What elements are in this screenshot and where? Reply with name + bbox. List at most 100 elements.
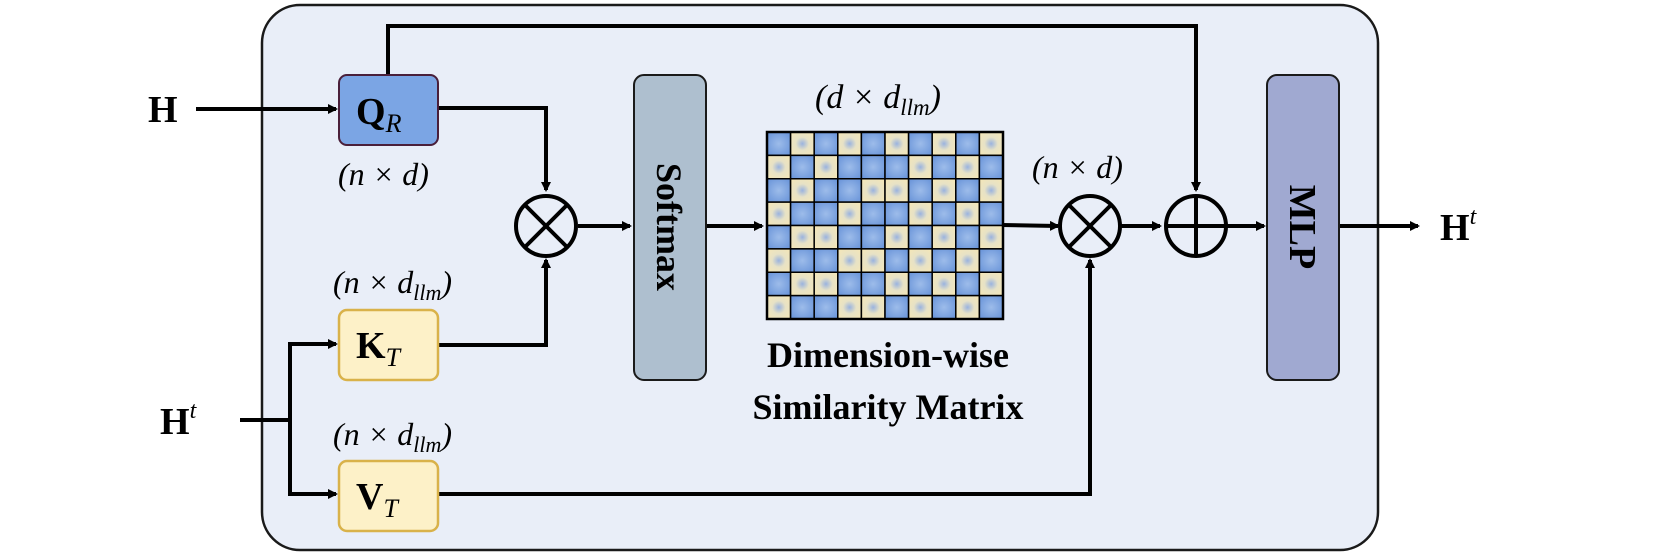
matrix-cell [884,201,910,227]
matrix-cell [884,271,910,297]
mlp-label: MLP [1281,185,1323,269]
matrix-cell [860,131,886,157]
matrix-cell [837,248,863,274]
matrix-cell [907,178,933,203]
matrix-cell [955,248,981,274]
matrix-cell [860,271,886,297]
matrix-cell [860,294,886,320]
matrix-cell [766,154,792,180]
matrix-cell [931,294,957,320]
matrix-cell [931,248,957,274]
matrix-cell [978,154,1004,180]
key-sub: T [386,343,402,372]
add-operator [1164,194,1228,258]
matrix-cell [813,154,839,180]
matrix-cell [766,201,792,227]
matrix-cell [907,294,933,320]
matrix-cell [931,178,957,203]
matrix-cell [766,178,792,203]
matrix-cell [813,248,839,274]
matrix-caption-line2: Similarity Matrix [753,387,1024,427]
multiply-operator-2 [1058,194,1122,258]
matrix-cell [789,224,815,250]
key-dim-sub: llm [413,280,441,305]
matrix-cell [978,178,1004,203]
matrix-cell [813,131,839,157]
matrix-cell [766,294,792,320]
matrix-cell [766,131,792,157]
matrix-cell [884,224,910,250]
value-dim-label: (n × dllm) [333,416,452,457]
matrix-cell [978,131,1004,157]
arrow-query-to-multiply [438,106,551,192]
matrix-cell [789,131,815,157]
mlp-block [1266,74,1340,381]
matrix-cell [907,131,933,157]
value-dim-sub: llm [413,432,441,457]
matrix-cell [978,248,1004,274]
matrix-cell [907,154,933,180]
key-dim-suffix: ) [439,264,452,300]
value-dim-suffix: ) [439,416,452,452]
matrix-dim-sub: llm [900,95,929,120]
matrix-cell [837,201,863,227]
matrix-cell [837,131,863,157]
input-ht-sup: t [190,398,198,424]
matrix-cell [860,201,886,227]
value-block [337,459,440,533]
matrix-cell [978,201,1004,227]
matrix-cell [860,224,886,250]
input-h-label: H [148,89,178,131]
matrix-cell [884,154,910,180]
arrow-residual-to-add [386,24,1201,192]
matrix-cell [955,224,981,250]
value-dim-prefix: (n × d [333,416,414,452]
output-base: H [1440,207,1470,249]
key-label: KT [356,325,402,372]
matrix-cell [978,271,1004,297]
matrix-cell [978,294,1004,320]
matrix-cell [860,248,886,274]
matrix-cell [955,294,981,320]
query-block [338,74,439,146]
product-dim-label: (n × d) [1032,149,1123,185]
arrow-value-to-multiply2 [438,258,1095,496]
matrix-cell [931,154,957,180]
input-ht-label: Ht [160,398,198,443]
matrix-cell [789,248,815,274]
matrix-cell [978,224,1004,250]
softmax-block [633,74,707,381]
value-sub: T [383,494,399,523]
key-base: K [356,325,386,367]
matrix-cell [837,294,863,320]
input-ht-base: H [160,401,190,443]
query-base: Q [356,91,386,133]
matrix-cell [789,178,815,203]
matrix-cell [766,248,792,274]
matrix-cell [813,178,839,203]
value-label: VT [356,476,399,523]
matrix-cell [766,224,792,250]
matrix-cell [813,271,839,297]
similarity-matrix [765,130,1005,321]
matrix-cell [931,131,957,157]
matrix-cell [813,201,839,227]
output-sup: t [1470,204,1478,230]
multiply-operator-1 [514,194,578,258]
matrix-cell [931,224,957,250]
matrix-cell [860,178,886,203]
matrix-cell [837,178,863,203]
matrix-cell [813,224,839,250]
matrix-cell [955,178,981,203]
matrix-dim-suffix: ) [928,79,941,116]
matrix-cell [884,248,910,274]
matrix-cell [955,131,981,157]
key-block [337,308,440,382]
connectors [196,24,1420,499]
matrix-cell [884,294,910,320]
matrix-cell [789,271,815,297]
query-sub: R [385,109,402,138]
matrix-cell [860,154,886,180]
matrix-caption-line1: Dimension-wise [767,335,1009,375]
